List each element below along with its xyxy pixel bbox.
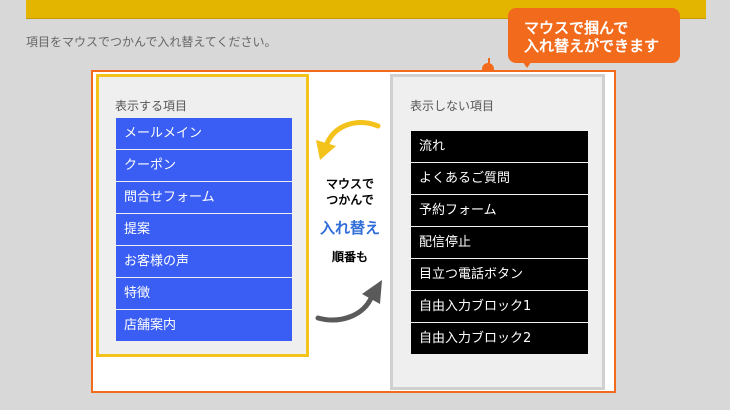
drag-hint-line1: マウスで [325,177,374,191]
visible-item[interactable]: お客様の声 [116,246,292,277]
curved-arrow-left-icon [316,120,381,160]
visible-item[interactable]: 提案 [116,214,292,245]
callout-line1: マウスで掴んで [524,19,629,37]
drag-hint-order: 順番も [331,250,368,264]
callout-bubble: マウスで掴んで 入れ替えができます [508,8,680,63]
visible-item[interactable]: 問合せフォーム [116,182,292,213]
drag-hint: マウスで つかんで 入れ替え 順番も [312,176,388,265]
visible-items-panel: 表示する項目 メールメイン クーポン 問合せフォーム 提案 お客様の声 特徴 店… [96,74,309,357]
visible-items-title: 表示する項目 [115,99,188,113]
hidden-item[interactable]: 自由入力ブロック2 [411,323,588,354]
instruction-text: 項目をマウスでつかんで入れ替えてください。 [26,35,277,49]
visible-item[interactable]: メールメイン [116,118,292,149]
hidden-items-title: 表示しない項目 [410,99,495,113]
hidden-item[interactable]: 流れ [411,131,588,162]
hidden-item[interactable]: 目立つ電話ボタン [411,259,588,290]
hidden-items-panel: 表示しない項目 流れ よくあるご質問 予約フォーム 配信停止 目立つ電話ボタン … [390,74,605,390]
callout-line2: 入れ替えができます [524,37,660,55]
hidden-item[interactable]: よくあるご質問 [411,163,588,194]
drag-hint-line2: つかんで [326,193,374,207]
drag-hint-swap: 入れ替え [319,219,380,237]
visible-items-list: メールメイン クーポン 問合せフォーム 提案 お客様の声 特徴 店舗案内 [116,118,292,342]
curved-arrow-right-icon [315,280,382,323]
callout-tail [520,58,534,68]
hidden-item[interactable]: 配信停止 [411,227,588,258]
visible-item[interactable]: 店舗案内 [116,310,292,341]
visible-item[interactable]: クーポン [116,150,292,181]
visible-item[interactable]: 特徴 [116,278,292,309]
hidden-item[interactable]: 予約フォーム [411,195,588,226]
hidden-items-list: 流れ よくあるご質問 予約フォーム 配信停止 目立つ電話ボタン 自由入力ブロック… [411,131,588,355]
hidden-item[interactable]: 自由入力ブロック1 [411,291,588,322]
